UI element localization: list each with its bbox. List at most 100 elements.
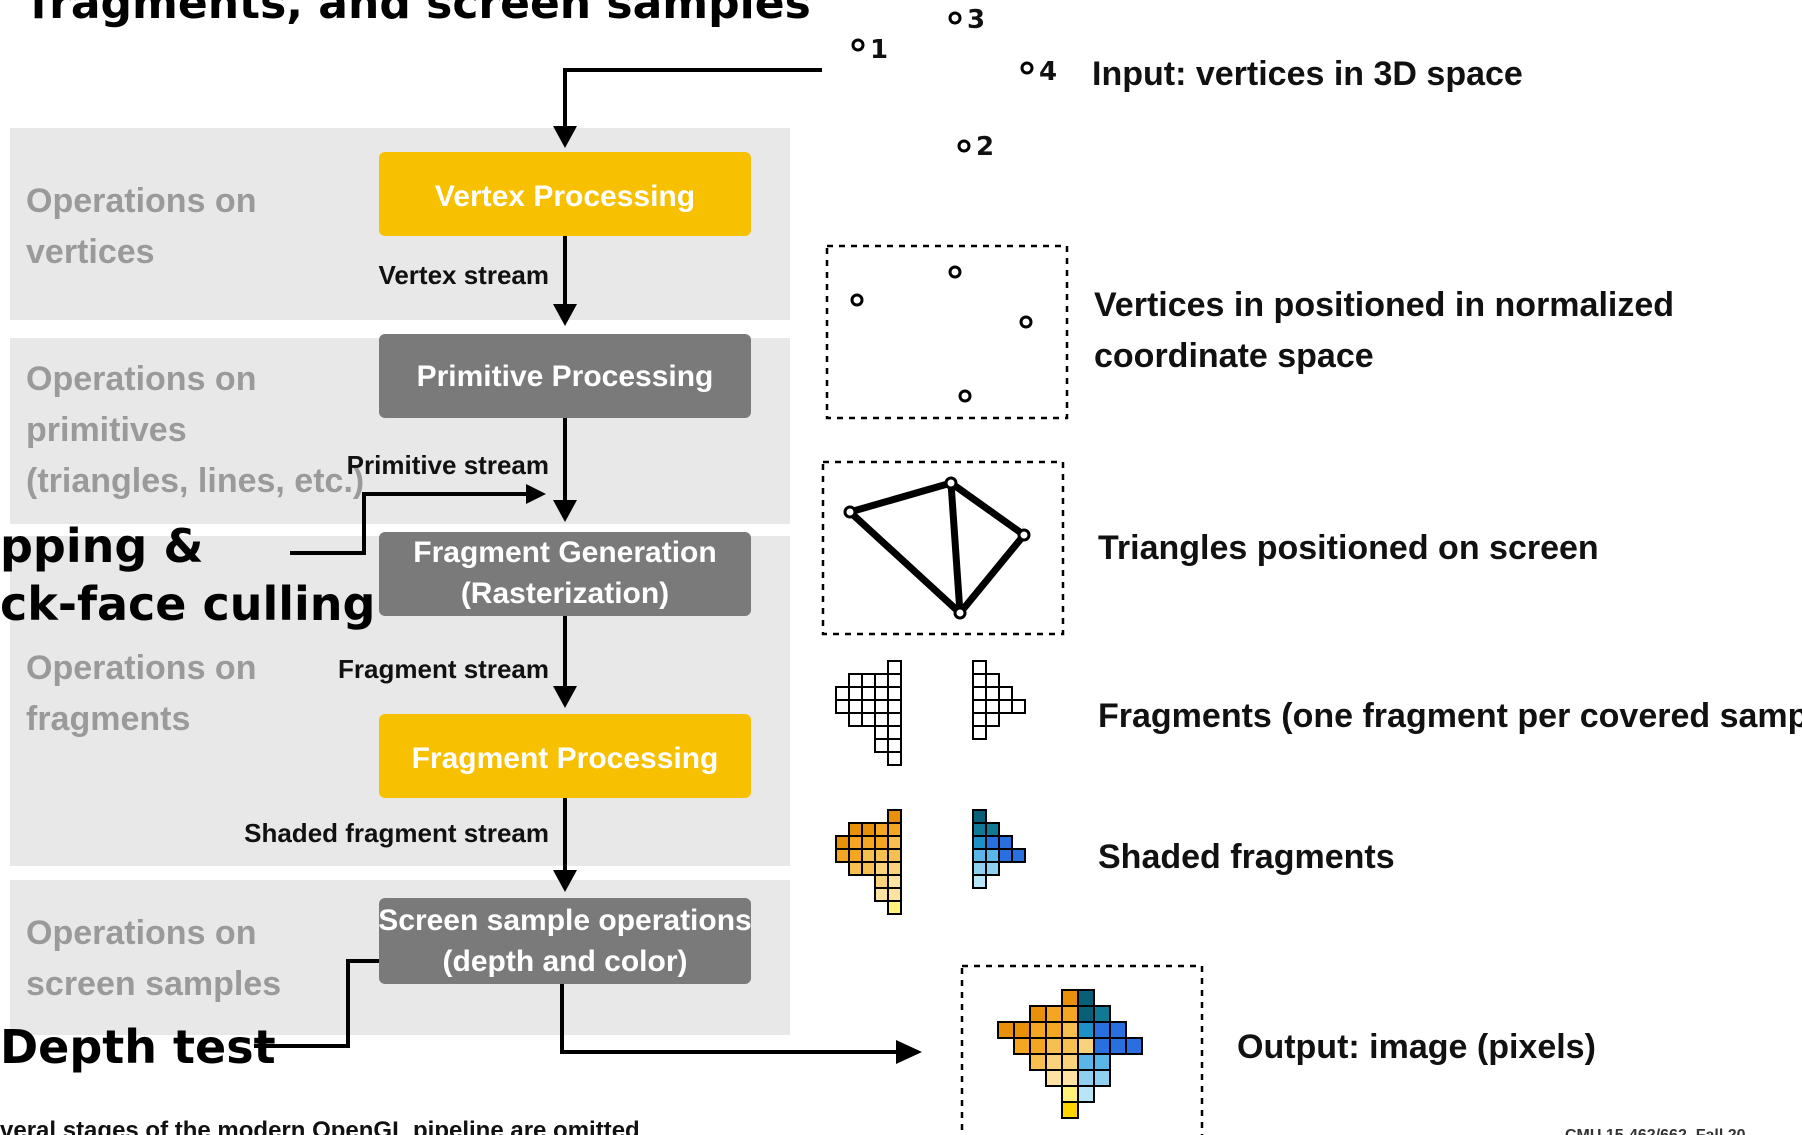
fragment-cell xyxy=(874,874,889,889)
fragment-cell xyxy=(874,712,889,727)
output-pixel xyxy=(1093,1053,1111,1071)
output-pixel xyxy=(1093,1005,1111,1023)
svg-text:(depth and color): (depth and color) xyxy=(443,945,688,978)
desc-output-image: Output: image (pixels) xyxy=(1237,1028,1596,1066)
fragment-cell xyxy=(874,848,889,863)
svg-text:Primitive Processing: Primitive Processing xyxy=(417,360,714,393)
fragment-cell xyxy=(861,822,876,837)
slide-title: fragments, and screen samples xyxy=(30,0,811,29)
course-footer: CMU 15-462/662, Fall 20 xyxy=(1565,1127,1746,1135)
stage-primitive-processing: Primitive Processing xyxy=(379,334,751,418)
normalized-coordinates-panel xyxy=(825,244,1069,420)
stage-fragment-generation: Fragment Generation (Rasterization) xyxy=(379,532,751,616)
svg-text:3: 3 xyxy=(967,5,985,35)
fragment-cell xyxy=(985,673,1000,688)
output-pixel xyxy=(1061,1021,1079,1039)
output-pixel xyxy=(997,1021,1015,1039)
svg-text:1: 1 xyxy=(870,35,888,65)
output-image-panel xyxy=(960,964,1204,1135)
output-pixel xyxy=(1077,989,1095,1007)
shaded-fragments-grid-left xyxy=(835,809,902,915)
fragment-cell xyxy=(861,673,876,688)
output-pixel xyxy=(1013,1037,1031,1055)
stream-label-primitive: Primitive stream xyxy=(347,450,549,480)
fragments-grid-right xyxy=(972,660,1026,740)
fragment-cell xyxy=(998,686,1013,701)
fragment-cell xyxy=(887,712,902,727)
fragment-cell xyxy=(848,686,863,701)
fragment-cell xyxy=(972,809,987,824)
fragment-cell xyxy=(887,751,902,766)
output-pixel xyxy=(1029,1005,1047,1023)
fragment-cell xyxy=(874,699,889,714)
svg-text:vertices: vertices xyxy=(26,233,155,271)
fragment-cell xyxy=(972,699,987,714)
fragment-cell xyxy=(972,861,987,876)
fragment-cell xyxy=(887,673,902,688)
output-pixel xyxy=(1077,1037,1095,1055)
output-pixel xyxy=(1077,1069,1095,1087)
omitted-stages-note: veral stages of the modern OpenGL pipeli… xyxy=(0,1117,640,1135)
fragment-cell xyxy=(985,699,1000,714)
fragment-cell xyxy=(835,848,850,863)
fragment-cell xyxy=(874,835,889,850)
fragment-cell xyxy=(874,822,889,837)
clipping-culling-note: pping & ck-face culling xyxy=(0,519,375,631)
output-pixel xyxy=(1109,1021,1127,1039)
output-pixel xyxy=(1061,1069,1079,1087)
section-label-screen-samples: Operations on screen samples xyxy=(26,914,281,1003)
output-pixel xyxy=(1061,1037,1079,1055)
fragment-cell xyxy=(861,699,876,714)
fragment-cell xyxy=(887,835,902,850)
fragment-cell xyxy=(874,673,889,688)
fragment-cell xyxy=(972,848,987,863)
fragment-cell xyxy=(1011,699,1026,714)
desc-fragments: Fragments (one fragment per covered samp… xyxy=(1098,697,1802,735)
shaded-fragments-grid-right xyxy=(972,809,1026,889)
stage-screen-sample-operations: Screen sample operations (depth and colo… xyxy=(378,898,752,984)
svg-text:Operations on: Operations on xyxy=(26,360,256,398)
svg-text:fragments: fragments xyxy=(26,700,190,738)
output-pixel xyxy=(1029,1037,1047,1055)
fragment-cell xyxy=(848,699,863,714)
svg-text:ck-face culling: ck-face culling xyxy=(0,577,375,631)
fragment-cell xyxy=(848,835,863,850)
fragment-cell xyxy=(887,848,902,863)
fragment-cell xyxy=(1011,848,1026,863)
fragment-cell xyxy=(887,874,902,889)
fragments-grid-left xyxy=(835,660,902,766)
triangles-panel xyxy=(821,460,1065,636)
output-pixel xyxy=(1045,1005,1063,1023)
fragment-cell xyxy=(874,861,889,876)
output-pixel xyxy=(1125,1037,1143,1055)
svg-text:(triangles, lines, etc.): (triangles, lines, etc.) xyxy=(26,462,364,500)
fragment-cell xyxy=(861,861,876,876)
output-pixel xyxy=(1061,1101,1079,1119)
svg-text:Operations on: Operations on xyxy=(26,649,256,687)
output-pixel xyxy=(1061,1085,1079,1103)
svg-text:screen samples: screen samples xyxy=(26,965,281,1003)
svg-text:primitives: primitives xyxy=(26,411,187,449)
svg-text:(Rasterization): (Rasterization) xyxy=(461,577,669,610)
fragment-cell xyxy=(887,861,902,876)
fragment-cell xyxy=(874,887,889,902)
section-label-vertices: Operations on vertices xyxy=(26,182,256,271)
fragment-cell xyxy=(972,686,987,701)
output-pixel-grid xyxy=(997,989,1143,1119)
stream-label-vertex: Vertex stream xyxy=(378,260,549,290)
svg-text:Fragment Processing: Fragment Processing xyxy=(412,742,719,775)
stream-label-fragment: Fragment stream xyxy=(338,654,549,684)
fragment-cell xyxy=(848,848,863,863)
output-pixel xyxy=(1029,1053,1047,1071)
fragment-cell xyxy=(848,673,863,688)
fragment-cell xyxy=(985,835,1000,850)
svg-text:Vertices in positioned in norm: Vertices in positioned in normalized xyxy=(1094,286,1674,324)
output-pixel xyxy=(1029,1021,1047,1039)
desc-shaded-fragments: Shaded fragments xyxy=(1098,838,1395,876)
fragment-cell xyxy=(848,822,863,837)
output-pixel xyxy=(1093,1069,1111,1087)
fragment-cell xyxy=(887,822,902,837)
svg-text:Vertex Processing: Vertex Processing xyxy=(435,180,695,213)
input-vertices: 1 2 3 4 xyxy=(851,5,1057,162)
section-label-fragments: Operations on fragments xyxy=(26,649,256,738)
